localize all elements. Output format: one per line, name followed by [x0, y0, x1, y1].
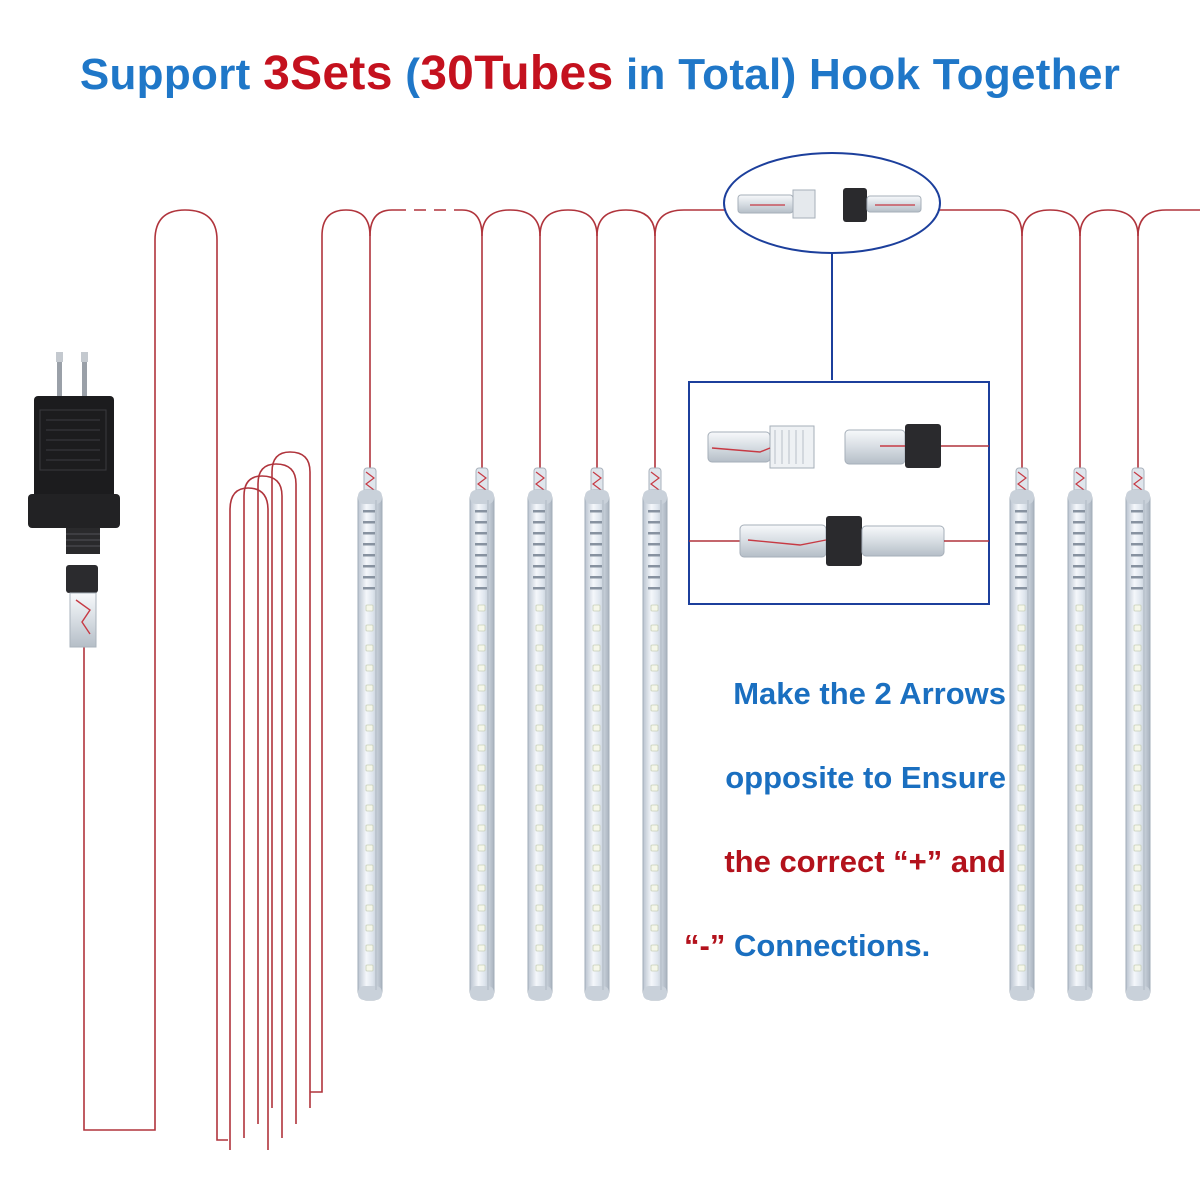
top-connector-callout [723, 152, 941, 380]
headline-part-6: in Total) Hook Together [613, 50, 1121, 99]
connector-male-icon [737, 189, 816, 219]
led-tube-icon [357, 467, 383, 1001]
connector-detail-joined [689, 516, 989, 566]
wire-loop-3 [257, 463, 297, 1124]
wire-loops [83, 209, 371, 1150]
tube-group [357, 467, 1151, 1001]
led-tube-icon [469, 467, 495, 1001]
headline-part-1: Support [79, 50, 264, 99]
headline-sets: 3Sets [263, 47, 393, 100]
connector-female-icon [843, 188, 922, 222]
headline-part-3: ( [392, 50, 421, 99]
instruction-line-3: the correct “+” and [724, 844, 1006, 879]
led-tube-icon [1125, 467, 1151, 1001]
headline-tubes: Tubes [474, 47, 614, 100]
power-adapter-icon [28, 352, 120, 648]
wire-loop-2 [243, 475, 283, 1138]
led-tube-icon [1009, 467, 1035, 1001]
connector-detail-box [688, 381, 990, 605]
instruction-connections: Connections. [725, 928, 931, 963]
led-tube-icon [527, 467, 553, 1001]
led-tube-icon [642, 467, 668, 1001]
wire-loop-main [83, 209, 228, 1141]
wire-loop-top [310, 209, 371, 1093]
led-tube-icon [1067, 467, 1093, 1001]
wire-loop-4 [271, 451, 311, 1108]
connector-detail-separated [707, 424, 989, 469]
instruction-line-1: Make the 2 Arrows [733, 676, 1006, 711]
headline-count: 30 [420, 47, 475, 100]
bus-wire [369, 209, 1200, 470]
headline: Support 3Sets (30Tubes in Total) Hook To… [0, 46, 1200, 101]
instruction-line-2: opposite to Ensure [725, 760, 1006, 795]
instruction-line-4: “-” Connections. [684, 928, 1030, 964]
instruction-minus-quote: “-” [684, 928, 726, 963]
led-tube-icon [584, 467, 610, 1001]
wire-loop-1 [229, 487, 269, 1150]
